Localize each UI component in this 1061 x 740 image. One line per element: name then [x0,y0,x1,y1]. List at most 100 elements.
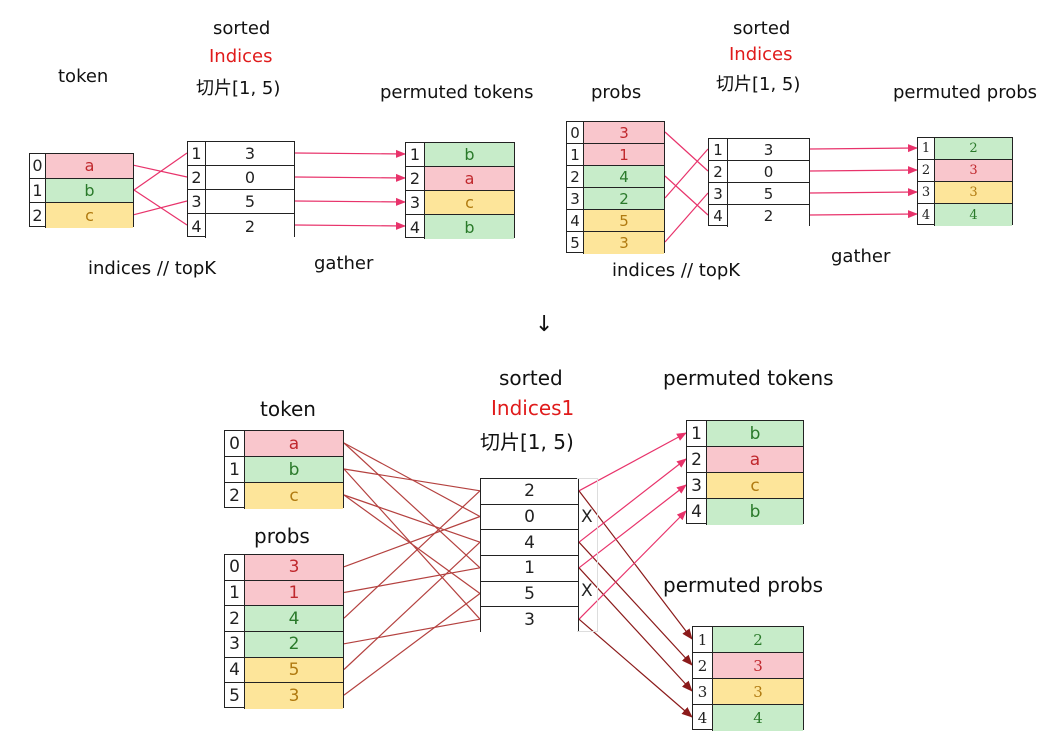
fan-line [664,148,709,199]
token-fan-line [343,442,481,569]
row-index: 1 [693,627,713,652]
token-gather-arrow [578,432,687,492]
gather-arrow [809,188,918,197]
row-index: 4 [709,205,728,227]
slice-label-2: 切片[1, 5) [716,74,801,95]
row-value: 1 [584,144,664,165]
row-value: 5 [728,183,809,204]
row-index: 2 [225,606,245,631]
row-index: 2 [30,203,46,228]
row-value: 3 [481,607,578,633]
x-mark: X [581,581,593,601]
probs-label: probs [591,82,642,103]
row-value: 4 [713,705,803,731]
row-index: 1 [188,142,206,165]
probs-fan-line [343,567,481,594]
fan-line [664,192,709,243]
row-value: 3 [584,122,664,143]
row-value: c [707,473,803,498]
table-row: 5 [481,581,578,608]
table-row: 2 [481,479,578,505]
row-value: 4 [245,606,343,631]
row-value: 2 [584,188,664,209]
row-value: 3 [206,142,294,165]
row-value: c [245,483,343,509]
sorted-label-bottom: sorted [499,366,563,390]
topk-label-2: indices // topK [612,260,741,281]
probs-fan-line [343,593,481,696]
fan-line [133,189,188,226]
gather-arrow [809,210,918,219]
row-value: 2 [935,138,1012,159]
topk-label: indices // topK [88,258,217,279]
sorted-label-2: sorted [733,18,791,39]
row-value: 5 [206,190,294,213]
row-value: b [707,421,803,446]
row-index: 1 [918,138,935,159]
row-index: 1 [687,421,707,446]
row-value: 5 [584,210,664,231]
row-value: a [707,447,803,472]
token-gather-arrow [578,458,687,543]
probs-fan-line [343,515,481,568]
row-index: 2 [693,653,713,678]
gather-arrow [294,149,406,158]
row-index: 1 [406,143,425,166]
probs-gather-arrow [578,618,693,718]
permuted-tokens-label: permuted tokens [380,82,534,103]
row-value: 5 [245,657,343,683]
row-index: 2 [709,161,728,182]
gather-arrow [294,173,406,182]
sorted-indices1-ghost-column [577,478,598,632]
row-value: 3 [245,683,343,709]
row-index: 3 [709,183,728,204]
probs-fan-line [343,541,481,670]
token-label-bottom: token [260,397,316,421]
row-index: 1 [30,178,46,203]
gather-arrow [809,144,918,153]
row-value: c [425,191,514,214]
row-index: 2 [918,160,935,181]
table-row: 1 [481,556,578,582]
token-fan-line [343,494,481,543]
row-index: 5 [225,683,245,709]
x-mark: X [581,507,593,527]
row-index: 1 [225,457,245,482]
row-index: 2 [687,447,707,472]
indices1-label: Indices1 [491,396,575,420]
row-value: b [707,499,803,525]
row-index: 4 [918,204,935,226]
row-index: 0 [567,122,584,143]
row-value: b [425,143,514,166]
row-value: 1 [481,556,578,581]
row-value: 2 [713,627,803,652]
gather-arrow [294,221,406,230]
